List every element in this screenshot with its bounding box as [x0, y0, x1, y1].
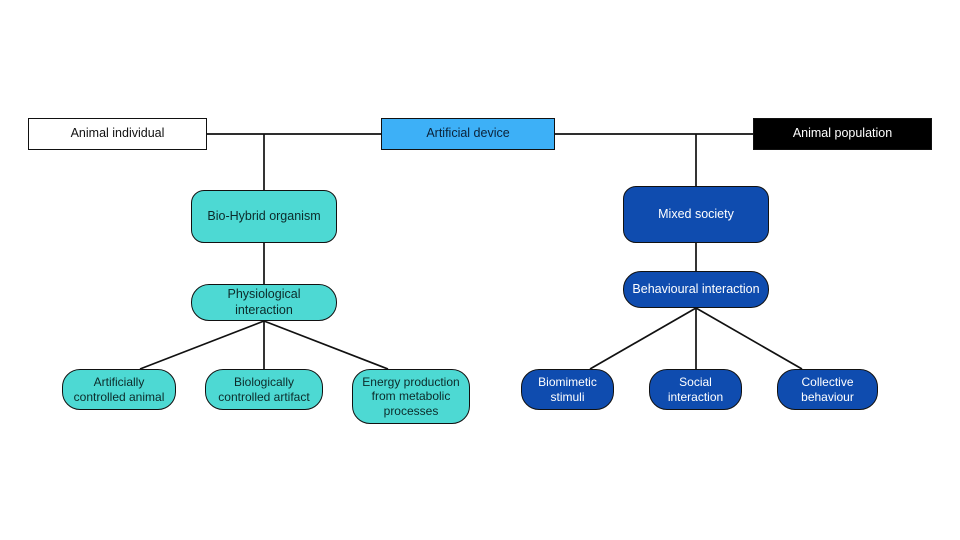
node-mixed-society[interactable]: Mixed society: [623, 186, 769, 243]
node-animal-population[interactable]: Animal population: [753, 118, 932, 150]
node-biologically-controlled-artifact[interactable]: Biologically controlled artifact: [205, 369, 323, 410]
node-artificially-controlled-animal[interactable]: Artificially controlled animal: [62, 369, 176, 410]
link-behavioural-to-collective-behaviour: [695, 307, 803, 370]
node-social-interaction[interactable]: Social interaction: [649, 369, 742, 410]
node-physiological-interaction[interactable]: Physiological interaction: [191, 284, 337, 321]
link-behavioural-to-biomimetic-stimuli: [589, 307, 697, 370]
node-behavioural-interaction[interactable]: Behavioural interaction: [623, 271, 769, 308]
link-physiological-to-artificially-controlled-animal: [139, 320, 265, 370]
node-energy-production[interactable]: Energy production from metabolic process…: [352, 369, 470, 424]
node-biomimetic-stimuli[interactable]: Biomimetic stimuli: [521, 369, 614, 410]
node-animal-individual[interactable]: Animal individual: [28, 118, 207, 150]
node-bio-hybrid-organism[interactable]: Bio-Hybrid organism: [191, 190, 337, 243]
node-artificial-device[interactable]: Artificial device: [381, 118, 555, 150]
node-collective-behaviour[interactable]: Collective behaviour: [777, 369, 878, 410]
link-physiological-to-energy-production: [263, 320, 389, 370]
